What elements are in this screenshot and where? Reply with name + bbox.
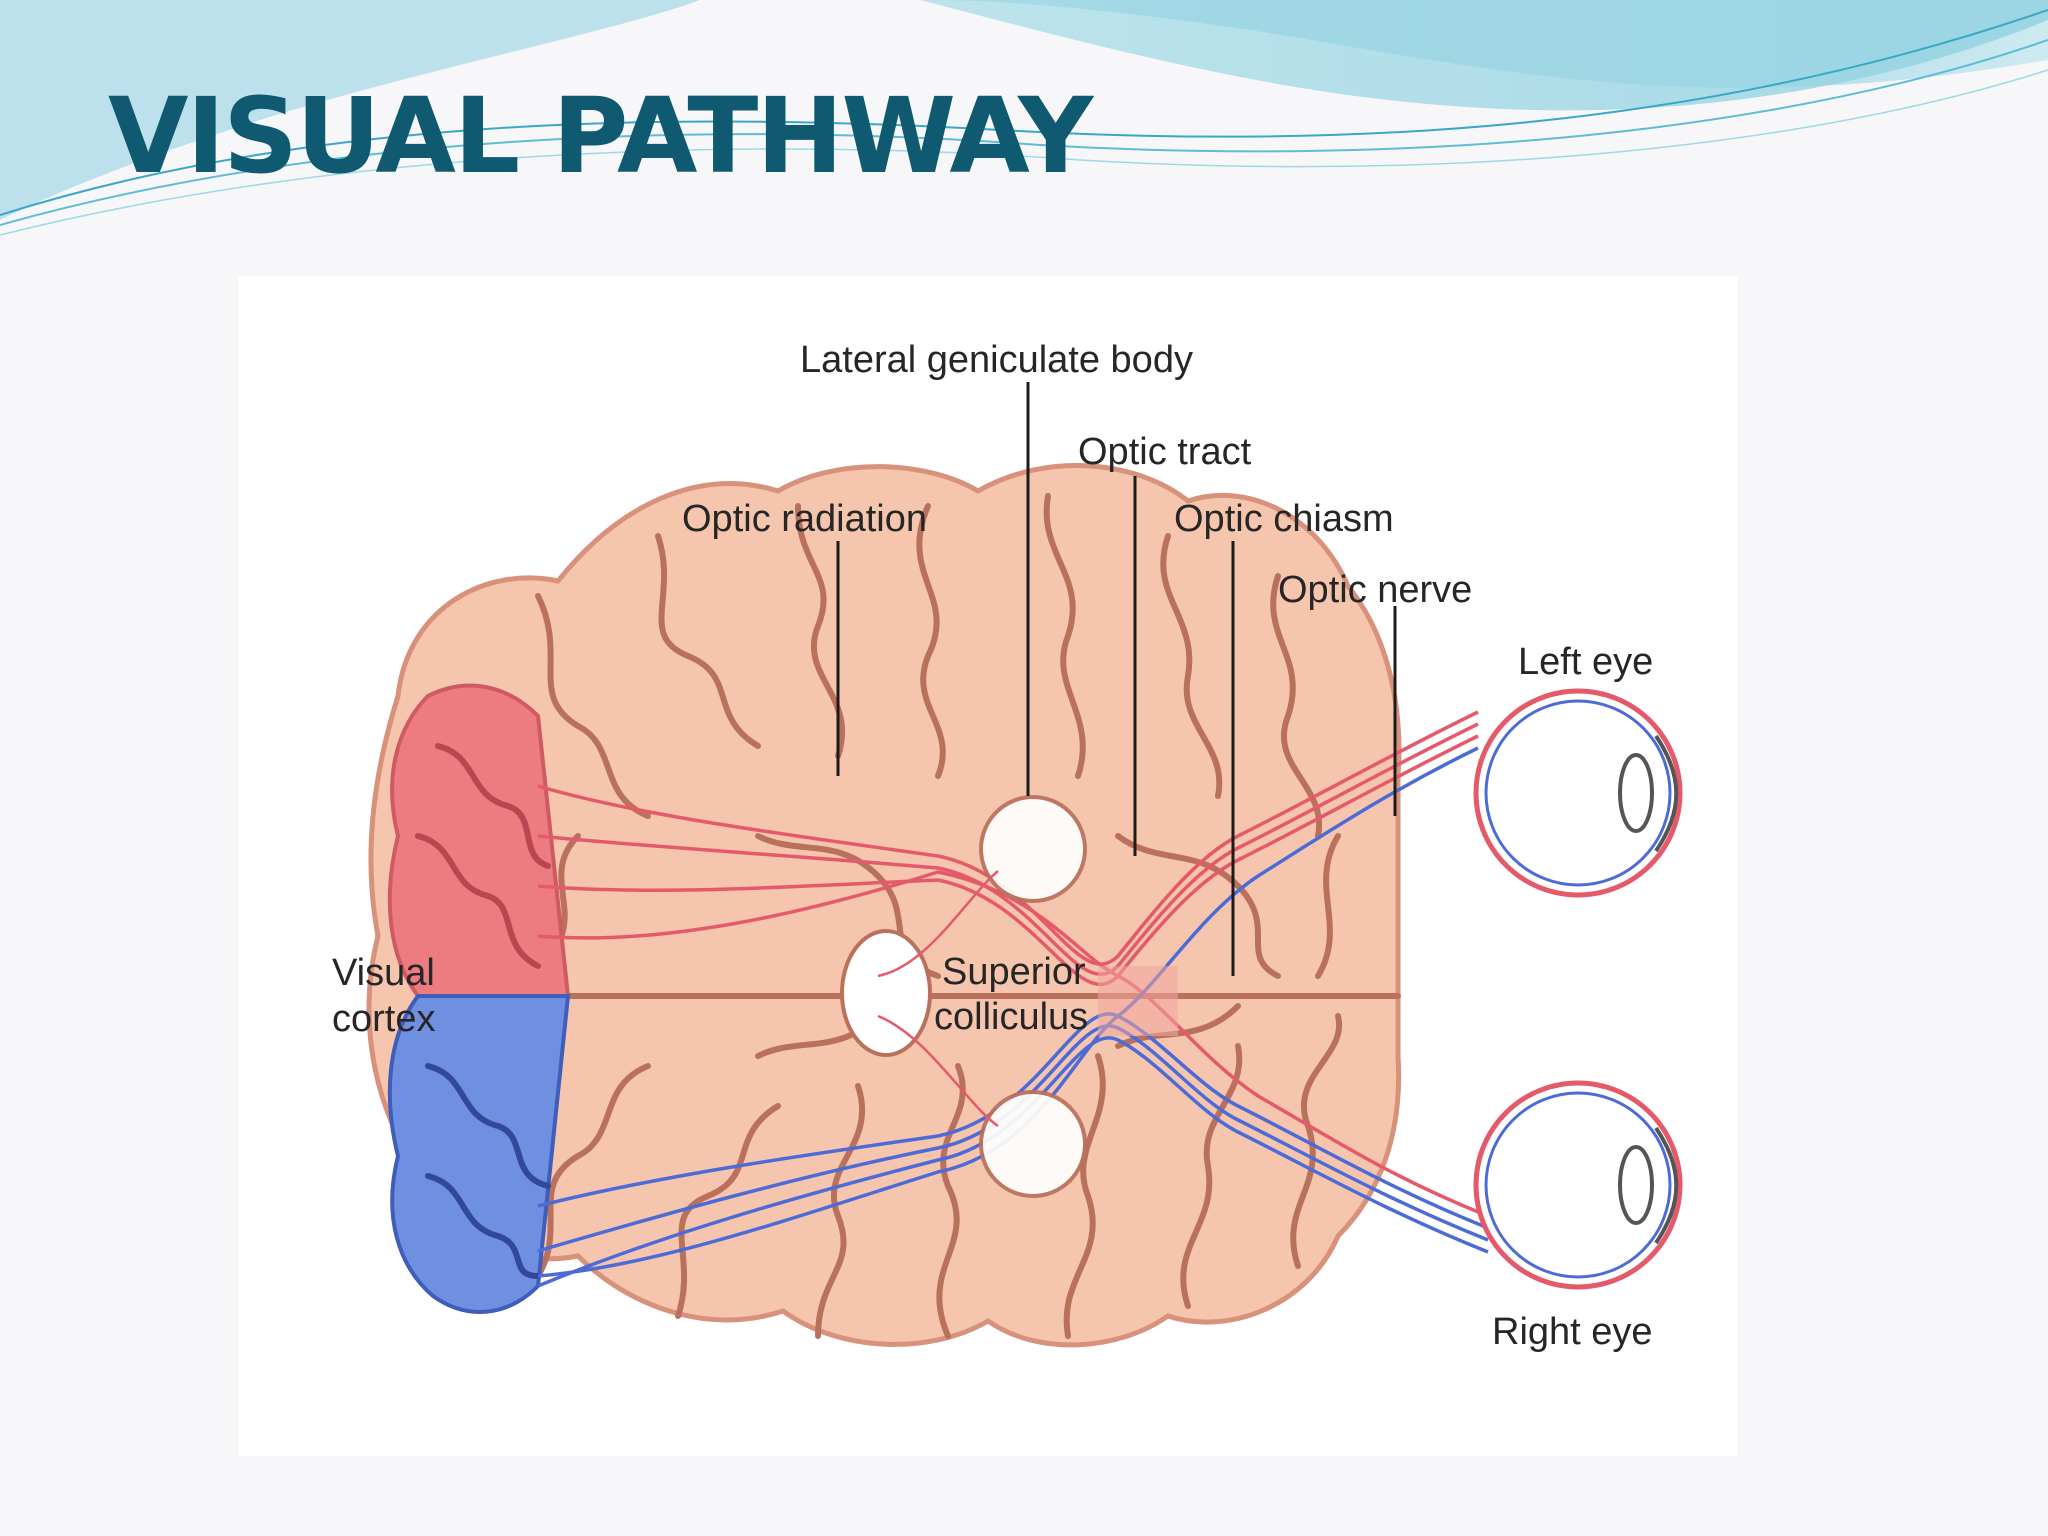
upper-gyri	[535, 493, 1341, 979]
label-right-eye: Right eye	[1492, 1311, 1653, 1353]
optic-chiasm	[1098, 966, 1178, 1036]
right-eye	[1473, 1080, 1683, 1290]
label-optic-nerve: Optic nerve	[1278, 569, 1472, 611]
label-visual-cortex-line1: Visual	[332, 952, 435, 994]
page-title: VISUAL PATHWAY	[108, 75, 1093, 197]
left-eye	[1473, 688, 1683, 898]
left-lateral-geniculate-body	[979, 795, 1087, 903]
visual-pathway-diagram: Lateral geniculate body Optic tract Opti…	[238, 276, 1738, 1456]
label-visual-cortex-line2: cortex	[332, 998, 435, 1040]
label-superior-colliculus-line2: colliculus	[934, 996, 1088, 1038]
superior-colliculus	[840, 929, 932, 1057]
label-left-eye: Left eye	[1518, 641, 1653, 683]
colliculus-connector-lower	[877, 1014, 999, 1128]
right-visual-cortex	[387, 994, 571, 1314]
right-cortex-folds	[425, 1063, 551, 1279]
label-superior-colliculus-line1: Superior	[942, 951, 1086, 993]
label-optic-tract: Optic tract	[1078, 431, 1252, 473]
header-wave-decoration	[0, 0, 2048, 236]
left-cortex-folds	[415, 743, 551, 969]
label-optic-radiation: Optic radiation	[682, 498, 927, 540]
left-visual-cortex	[387, 683, 571, 998]
colliculus-connector-upper	[877, 870, 999, 978]
label-optic-chiasm: Optic chiasm	[1174, 498, 1394, 540]
label-lateral-geniculate-body: Lateral geniculate body	[800, 339, 1193, 381]
right-lateral-geniculate-body	[979, 1090, 1087, 1198]
